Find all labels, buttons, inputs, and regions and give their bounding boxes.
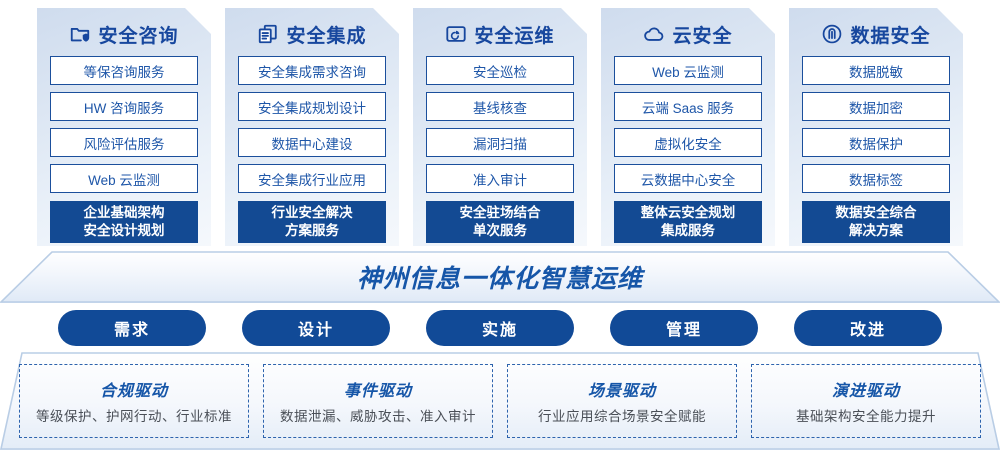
driver-subtitle: 等级保护、护网行动、行业标准 bbox=[36, 409, 232, 424]
pillar-item[interactable]: HW 咨询服务 bbox=[50, 92, 198, 121]
driver-box-evolution[interactable]: 演进驱动 基础架构安全能力提升 bbox=[751, 364, 981, 438]
pillar-item[interactable]: 数据加密 bbox=[802, 92, 950, 121]
pillar-title: 安全运维 bbox=[474, 25, 555, 47]
driver-subtitle: 数据泄漏、威胁攻击、准入审计 bbox=[280, 409, 476, 424]
stage-pill-management[interactable]: 管理 bbox=[610, 310, 758, 346]
pillar-title: 云安全 bbox=[672, 25, 733, 47]
pillar-highlight-line: 集成服务 bbox=[661, 222, 715, 238]
stage-pill-improvement[interactable]: 改进 bbox=[794, 310, 942, 346]
pillar-item-list: Web 云监测 云端 Saas 服务 虚拟化安全 云数据中心安全 整体云安全规划… bbox=[601, 56, 775, 243]
pillar-item[interactable]: Web 云监测 bbox=[614, 56, 762, 85]
driver-subtitle: 基础架构安全能力提升 bbox=[796, 409, 936, 424]
pillar-security-consulting[interactable]: 安全咨询 等保咨询服务 HW 咨询服务 风险评估服务 Web 云监测 企业基础架… bbox=[37, 8, 211, 246]
pillar-item[interactable]: 安全集成规划设计 bbox=[238, 92, 386, 121]
cloud-icon bbox=[643, 23, 665, 45]
driver-title: 场景驱动 bbox=[587, 383, 656, 400]
pillar-data-security[interactable]: 数据安全 数据脱敏 数据加密 数据保护 数据标签 数据安全综合 解决方案 bbox=[789, 8, 963, 246]
driver-box-compliance[interactable]: 合规驱动 等级保护、护网行动、行业标准 bbox=[19, 364, 249, 438]
pillar-highlight-item[interactable]: 安全驻场结合 单次服务 bbox=[426, 201, 574, 243]
pillar-highlight-line: 行业安全解决 bbox=[271, 205, 353, 221]
pillar-highlight-line: 企业基础架构 bbox=[83, 205, 165, 221]
pillar-highlight-line: 方案服务 bbox=[285, 222, 339, 238]
pillar-header: 安全咨询 bbox=[37, 8, 211, 56]
driver-box-scenario[interactable]: 场景驱动 行业应用综合场景安全赋能 bbox=[507, 364, 737, 438]
pillar-item[interactable]: 数据保护 bbox=[802, 128, 950, 157]
pillar-columns: 安全咨询 等保咨询服务 HW 咨询服务 风险评估服务 Web 云监测 企业基础架… bbox=[0, 8, 1000, 252]
pillar-highlight-line: 解决方案 bbox=[849, 222, 903, 238]
documents-stack-icon bbox=[257, 23, 279, 45]
pillar-item-list: 等保咨询服务 HW 咨询服务 风险评估服务 Web 云监测 企业基础架构 安全设… bbox=[37, 56, 211, 243]
pillar-title: 安全集成 bbox=[286, 25, 367, 47]
pillar-item[interactable]: 漏洞扫描 bbox=[426, 128, 574, 157]
pillar-header: 云安全 bbox=[601, 8, 775, 56]
pillar-item[interactable]: 安全巡检 bbox=[426, 56, 574, 85]
pillar-item[interactable]: 云数据中心安全 bbox=[614, 164, 762, 193]
pillar-highlight-line: 安全设计规划 bbox=[83, 222, 165, 238]
pillar-title: 安全咨询 bbox=[98, 25, 179, 47]
stage-pill-requirement[interactable]: 需求 bbox=[58, 310, 206, 346]
driver-title: 演进驱动 bbox=[831, 383, 900, 400]
driver-boxes: 合规驱动 等级保护、护网行动、行业标准 事件驱动 数据泄漏、威胁攻击、准入审计 … bbox=[0, 352, 1000, 450]
pillar-title: 数据安全 bbox=[850, 25, 931, 47]
platform-banner: 神州信息一体化智慧运维 bbox=[0, 251, 1000, 303]
pillar-item[interactable]: 等保咨询服务 bbox=[50, 56, 198, 85]
folder-shield-icon bbox=[69, 23, 91, 45]
driver-title: 事件驱动 bbox=[343, 383, 412, 400]
pillar-highlight-item[interactable]: 企业基础架构 安全设计规划 bbox=[50, 201, 198, 243]
pillar-item[interactable]: 基线核查 bbox=[426, 92, 574, 121]
driver-subtitle: 行业应用综合场景安全赋能 bbox=[538, 409, 706, 424]
fingerprint-icon bbox=[821, 23, 843, 45]
pillar-item[interactable]: 风险评估服务 bbox=[50, 128, 198, 157]
pillar-highlight-item[interactable]: 行业安全解决 方案服务 bbox=[238, 201, 386, 243]
pillar-header: 安全运维 bbox=[413, 8, 587, 56]
pillar-item-list: 安全集成需求咨询 安全集成规划设计 数据中心建设 安全集成行业应用 行业安全解决… bbox=[225, 56, 399, 243]
pillar-item[interactable]: 准入审计 bbox=[426, 164, 574, 193]
pillar-item[interactable]: 安全集成行业应用 bbox=[238, 164, 386, 193]
monitor-pie-icon bbox=[445, 23, 467, 45]
pillar-item[interactable]: Web 云监测 bbox=[50, 164, 198, 193]
pillar-item[interactable]: 云端 Saas 服务 bbox=[614, 92, 762, 121]
pillar-highlight-line: 整体云安全规划 bbox=[640, 205, 736, 221]
stage-pill-design[interactable]: 设计 bbox=[242, 310, 390, 346]
pillar-item[interactable]: 安全集成需求咨询 bbox=[238, 56, 386, 85]
pillar-item[interactable]: 数据脱敏 bbox=[802, 56, 950, 85]
driver-title: 合规驱动 bbox=[99, 383, 168, 400]
pillar-cloud-security[interactable]: 云安全 Web 云监测 云端 Saas 服务 虚拟化安全 云数据中心安全 整体云… bbox=[601, 8, 775, 246]
pillar-highlight-item[interactable]: 数据安全综合 解决方案 bbox=[802, 201, 950, 243]
pillar-security-operations[interactable]: 安全运维 安全巡检 基线核查 漏洞扫描 准入审计 安全驻场结合 单次服务 bbox=[413, 8, 587, 246]
pillar-item[interactable]: 数据标签 bbox=[802, 164, 950, 193]
pillar-item[interactable]: 数据中心建设 bbox=[238, 128, 386, 157]
stage-pill-implementation[interactable]: 实施 bbox=[426, 310, 574, 346]
pillar-security-integration[interactable]: 安全集成 安全集成需求咨询 安全集成规划设计 数据中心建设 安全集成行业应用 行… bbox=[225, 8, 399, 246]
pillar-header: 数据安全 bbox=[789, 8, 963, 56]
driver-box-incident[interactable]: 事件驱动 数据泄漏、威胁攻击、准入审计 bbox=[263, 364, 493, 438]
pillar-header: 安全集成 bbox=[225, 8, 399, 56]
pillar-highlight-item[interactable]: 整体云安全规划 集成服务 bbox=[614, 201, 762, 243]
platform-banner-title: 神州信息一体化智慧运维 bbox=[356, 265, 643, 293]
pillar-highlight-line: 数据安全综合 bbox=[835, 205, 917, 221]
pillar-highlight-line: 安全驻场结合 bbox=[459, 205, 541, 221]
pillar-item[interactable]: 虚拟化安全 bbox=[614, 128, 762, 157]
pillar-item-list: 安全巡检 基线核查 漏洞扫描 准入审计 安全驻场结合 单次服务 bbox=[413, 56, 587, 243]
lifecycle-stage-pills: 需求 设计 实施 管理 改进 bbox=[0, 310, 1000, 346]
pillar-item-list: 数据脱敏 数据加密 数据保护 数据标签 数据安全综合 解决方案 bbox=[789, 56, 963, 243]
pillar-highlight-line: 单次服务 bbox=[473, 222, 527, 238]
